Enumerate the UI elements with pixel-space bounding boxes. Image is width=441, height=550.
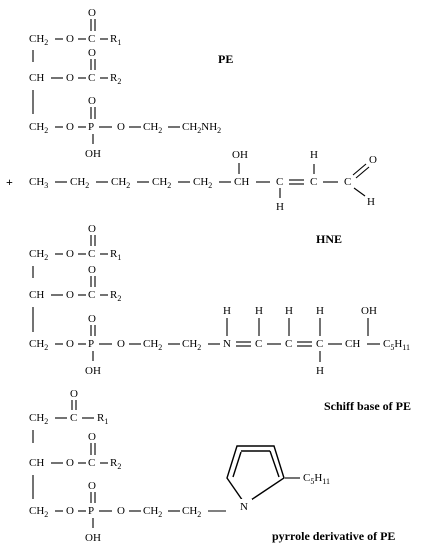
py-ch2-3: CH2 bbox=[143, 505, 162, 519]
label-hne: HNE bbox=[316, 232, 342, 246]
sb-h-c4-bottom: H bbox=[316, 365, 324, 377]
hne-ch2-1: CH2 bbox=[70, 176, 89, 190]
pe-ch2-1: CH2 bbox=[29, 33, 48, 47]
hne-c-alkene-1: C bbox=[276, 176, 283, 188]
pe-p-oh: OH bbox=[85, 148, 101, 160]
hne-ch3: CH3 bbox=[29, 176, 48, 190]
py-o-3: O bbox=[66, 505, 74, 517]
label-schiff-base: Schiff base of PE bbox=[324, 399, 411, 413]
py-carbonyl-o-1: O bbox=[70, 388, 78, 400]
pe-r1: R1 bbox=[110, 33, 121, 47]
sb-p: P bbox=[88, 338, 94, 350]
sb-h-c4-top: H bbox=[316, 305, 324, 317]
pe-ch: CH bbox=[29, 72, 44, 84]
py-o-2: O bbox=[66, 457, 74, 469]
py-ch2-1: CH2 bbox=[29, 412, 48, 426]
hne-c-aldehyde: C bbox=[344, 176, 351, 188]
py-r1: R1 bbox=[97, 412, 108, 426]
hne-c-alkene-2: C bbox=[310, 176, 317, 188]
hne-h-2: H bbox=[310, 149, 318, 161]
pe-r2: R2 bbox=[110, 72, 121, 86]
hne-aldehyde-o: O bbox=[369, 154, 377, 166]
sb-r2: R2 bbox=[110, 289, 121, 303]
hne-h-1: H bbox=[276, 201, 284, 213]
pyrrole-derivative-molecule: CH2 C R1 O CH O C R2 O CH2 O P O CH2 CH2… bbox=[29, 388, 395, 544]
pe-c-1: C bbox=[88, 33, 95, 45]
sb-o-1: O bbox=[66, 248, 74, 260]
hne-ch2-2: CH2 bbox=[111, 176, 130, 190]
pe-o-4: O bbox=[117, 121, 125, 133]
py-o-4: O bbox=[117, 505, 125, 517]
sb-oh: OH bbox=[361, 305, 377, 317]
sb-c-4: C bbox=[316, 338, 323, 350]
py-c-2: C bbox=[88, 457, 95, 469]
py-ch: CH bbox=[29, 457, 44, 469]
sb-choh: CH bbox=[345, 338, 360, 350]
sb-r1: R1 bbox=[110, 248, 121, 262]
sb-ch2-1: CH2 bbox=[29, 248, 48, 262]
py-phosphoryl-o: O bbox=[88, 480, 96, 492]
sb-o-2: O bbox=[66, 289, 74, 301]
sb-carbonyl-o-1: O bbox=[88, 223, 96, 235]
sb-c-imine: C bbox=[255, 338, 262, 350]
label-pyrrole-derivative: pyrrole derivative of PE bbox=[272, 529, 395, 543]
sb-h-n: H bbox=[223, 305, 231, 317]
plus-sign: + bbox=[6, 175, 13, 189]
sb-carbonyl-o-2: O bbox=[88, 264, 96, 276]
sb-ch: CH bbox=[29, 289, 44, 301]
pe-o-2: O bbox=[66, 72, 74, 84]
py-c-1: C bbox=[70, 412, 77, 424]
schiff-base-molecule: CH2 O C R1 O CH O C R2 O CH2 O P O CH2 C… bbox=[29, 223, 411, 413]
py-carbonyl-o-2: O bbox=[88, 431, 96, 443]
sb-n: N bbox=[223, 338, 231, 350]
sb-ch2-2: CH2 bbox=[29, 338, 48, 352]
pe-o-1: O bbox=[66, 33, 74, 45]
pe-ch2-3: CH2 bbox=[143, 121, 162, 135]
sb-p-oh: OH bbox=[85, 365, 101, 377]
py-r2: R2 bbox=[110, 457, 121, 471]
py-ch2-2: CH2 bbox=[29, 505, 48, 519]
sb-c-2: C bbox=[88, 289, 95, 301]
pe-p: P bbox=[88, 121, 94, 133]
sb-ch2-3: CH2 bbox=[143, 338, 162, 352]
sb-c-3: C bbox=[285, 338, 292, 350]
py-p: P bbox=[88, 505, 94, 517]
hne-choh: CH bbox=[234, 176, 249, 188]
pe-ch2nh2: CH2NH2 bbox=[182, 121, 221, 135]
hne-ch2-4: CH2 bbox=[193, 176, 212, 190]
sb-c-1: C bbox=[88, 248, 95, 260]
label-pe: PE bbox=[218, 52, 233, 66]
sb-phosphoryl-o: O bbox=[88, 313, 96, 325]
sb-o-3: O bbox=[66, 338, 74, 350]
sb-o-4: O bbox=[117, 338, 125, 350]
sb-ch2-4: CH2 bbox=[182, 338, 201, 352]
pe-c-2: C bbox=[88, 72, 95, 84]
hne-molecule: + CH3 CH2 CH2 CH2 CH2 CH C C C OH H H O … bbox=[6, 149, 377, 246]
hne-aldehyde-h: H bbox=[367, 196, 375, 208]
sb-h-c3: H bbox=[285, 305, 293, 317]
py-p-oh: OH bbox=[85, 532, 101, 544]
hne-ch2-3: CH2 bbox=[152, 176, 171, 190]
pe-carbonyl-o-2: O bbox=[88, 47, 96, 59]
pe-molecule: CH2 O C R1 O CH O C R2 O CH2 O P O CH2 bbox=[29, 7, 233, 160]
sb-h-imine: H bbox=[255, 305, 263, 317]
py-c5h11: C5H11 bbox=[303, 472, 330, 486]
py-n: N bbox=[240, 501, 248, 513]
sb-c5h11: C5H11 bbox=[383, 338, 410, 352]
pe-ch2-2: CH2 bbox=[29, 121, 48, 135]
pe-o-3: O bbox=[66, 121, 74, 133]
py-ch2-4: CH2 bbox=[182, 505, 201, 519]
hne-oh: OH bbox=[232, 149, 248, 161]
pe-phosphoryl-o: O bbox=[88, 95, 96, 107]
pyrrole-ring: N C5H11 bbox=[226, 445, 330, 513]
pe-carbonyl-o-1: O bbox=[88, 7, 96, 19]
